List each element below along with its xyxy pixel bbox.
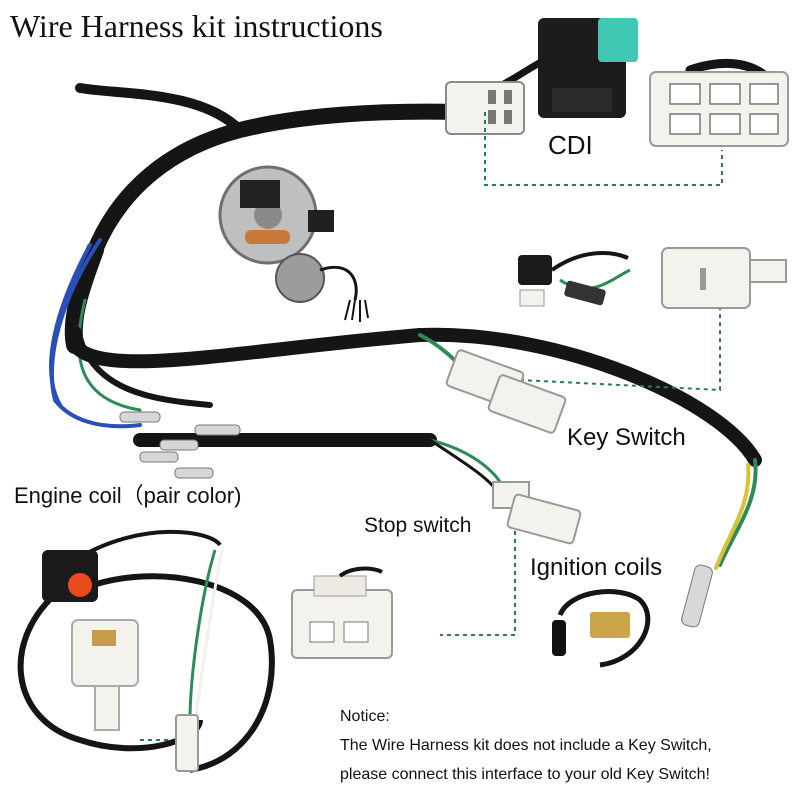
notice-line-1: The Wire Harness kit does not include a … bbox=[340, 737, 712, 754]
stop-switch-harness-connector bbox=[492, 481, 582, 545]
stop-switch-connector-face-image bbox=[291, 566, 393, 659]
notice-heading: Notice: bbox=[340, 708, 390, 725]
page-title: Wire Harness kit instructions bbox=[10, 8, 383, 44]
engine-coil-label: Engine coil（pair color) bbox=[14, 483, 242, 508]
cdi-unit-image bbox=[538, 18, 638, 118]
ignition-coil-bullet-connector bbox=[681, 564, 713, 628]
stop-switch-image bbox=[17, 529, 275, 773]
stator-image bbox=[218, 165, 369, 322]
stop-switch-label: Stop switch bbox=[364, 514, 472, 537]
notice-block: Notice: The Wire Harness kit does not in… bbox=[340, 702, 712, 789]
ignition-coils-label: Ignition coils bbox=[530, 554, 663, 581]
engine-coil-terminals bbox=[119, 411, 241, 479]
ignition-coil-image bbox=[552, 589, 651, 668]
key-switch-image bbox=[518, 251, 631, 307]
key-switch-label: Key Switch bbox=[567, 424, 686, 451]
key-switch-connector-image bbox=[661, 247, 787, 309]
key-switch-harness-connector bbox=[445, 349, 567, 434]
cdi-harness-connector bbox=[445, 81, 525, 135]
notice-line-2: please connect this interface to your ol… bbox=[340, 766, 710, 783]
cdi-label: CDI bbox=[548, 130, 593, 160]
cdi-connector-face-image bbox=[649, 71, 789, 147]
